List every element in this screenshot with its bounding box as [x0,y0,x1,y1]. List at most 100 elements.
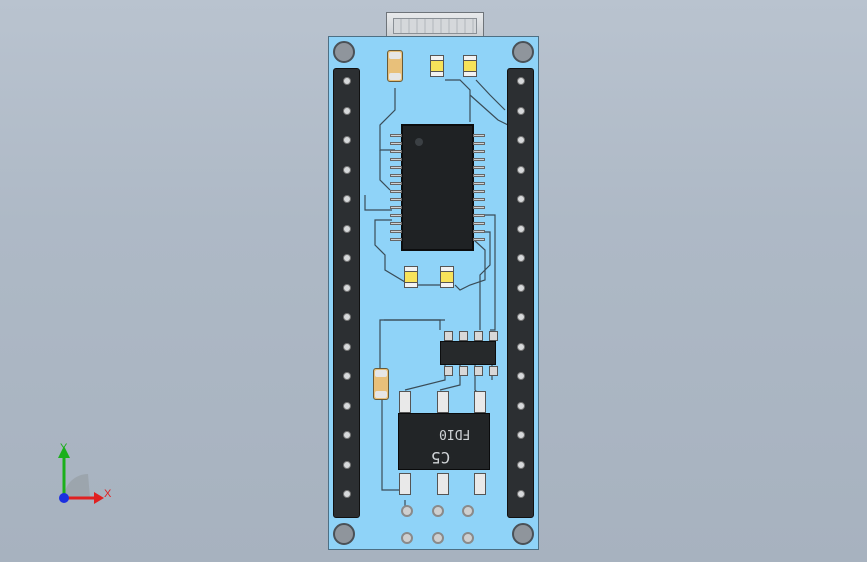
ic-main-chip[interactable] [390,124,485,251]
header-pin[interactable] [517,224,525,233]
header-pin[interactable] [343,372,351,380]
header-pin[interactable] [343,77,351,85]
icsp-pad-5[interactable] [432,532,444,544]
regulator-marking-2: C5 [431,448,451,467]
chip-lead [473,142,485,145]
chip-lead [473,158,485,161]
soic-lead [489,331,498,341]
regulator-leg-top-right [474,391,486,413]
smd-capacitor-top-1[interactable] [430,55,444,77]
smd-capacitor-top-2[interactable] [463,55,477,77]
chip-lead [390,134,402,137]
header-pin[interactable] [517,165,525,174]
regulator-leg-bottom-left [399,473,411,495]
smd-capacitor-mid-1[interactable] [404,266,418,288]
smd-capacitor-mid-2[interactable] [440,266,454,288]
chip-lead [473,174,485,177]
header-pin[interactable] [517,460,525,469]
chip-lead [473,222,485,225]
pin1-marker [415,138,423,146]
header-pin[interactable] [343,254,351,262]
header-pin[interactable] [343,224,351,233]
soic-lead [459,366,468,376]
icsp-pad-1[interactable] [401,505,413,517]
mounting-hole-bottom-right [512,523,534,545]
icsp-pad-2[interactable] [432,505,444,517]
soic-lead [474,366,483,376]
header-pin[interactable] [517,431,525,439]
chip-lead [390,158,402,161]
soic-lead [444,366,453,376]
header-pin[interactable] [517,490,525,498]
regulator-marking-1: FDI0 [439,426,471,441]
chip-lead [390,166,402,169]
header-pin[interactable] [343,342,351,351]
soic-lead [474,331,483,341]
chip-lead [390,174,402,177]
chip-lead [390,222,402,225]
mounting-hole-top-left [333,41,355,63]
icsp-pad-3[interactable] [462,505,474,517]
header-pin[interactable] [343,283,351,292]
header-pin[interactable] [517,254,525,262]
chip-lead [473,150,485,153]
chip-lead [473,214,485,217]
soic-lead [489,366,498,376]
chip-lead [473,238,485,241]
chip-lead [473,134,485,137]
header-pin[interactable] [343,490,351,498]
chip-lead [390,238,402,241]
soic-lead [459,331,468,341]
pin-header-right[interactable] [507,68,534,518]
chip-lead [473,198,485,201]
usb-connector[interactable] [386,12,484,39]
icsp-pad-4[interactable] [401,532,413,544]
soic-lead [444,331,453,341]
chip-lead [390,142,402,145]
mounting-hole-top-right [512,41,534,63]
regulator-leg-bottom-mid [437,473,449,495]
pin-header-left[interactable] [333,68,360,518]
header-pin[interactable] [517,106,525,115]
header-pin[interactable] [343,165,351,174]
header-pin[interactable] [343,136,351,144]
chip-lead [473,206,485,209]
melf-resistor-top[interactable] [387,50,403,82]
regulator-leg-top-mid [437,391,449,413]
header-pin[interactable] [517,283,525,292]
orientation-triad[interactable]: Y X [50,440,130,510]
header-pin[interactable] [517,195,525,203]
header-pin[interactable] [517,372,525,380]
chip-lead [390,190,402,193]
header-pin[interactable] [517,342,525,351]
mounting-hole-bottom-left [333,523,355,545]
header-pin[interactable] [343,431,351,439]
triad-x-label: X [104,488,112,500]
triad-y-label: Y [60,442,68,454]
chip-lead [390,230,402,233]
voltage-regulator[interactable]: FDI0 C5 [398,413,490,470]
soic-chip[interactable] [440,331,498,376]
header-pin[interactable] [343,106,351,115]
header-pin[interactable] [517,77,525,85]
regulator-leg-top-left [399,391,411,413]
triad-arrows-icon [58,446,104,504]
chip-lead [390,206,402,209]
header-pin[interactable] [343,460,351,469]
chip-lead [390,150,402,153]
header-pin[interactable] [343,313,351,321]
chip-lead [473,230,485,233]
regulator-leg-bottom-right [474,473,486,495]
chip-lead [473,182,485,185]
header-pin[interactable] [343,401,351,410]
chip-lead [473,190,485,193]
header-pin[interactable] [517,313,525,321]
header-pin[interactable] [517,136,525,144]
header-pin[interactable] [343,195,351,203]
melf-diode[interactable] [373,368,389,400]
header-pin[interactable] [517,401,525,410]
chip-lead [390,214,402,217]
icsp-pad-6[interactable] [462,532,474,544]
